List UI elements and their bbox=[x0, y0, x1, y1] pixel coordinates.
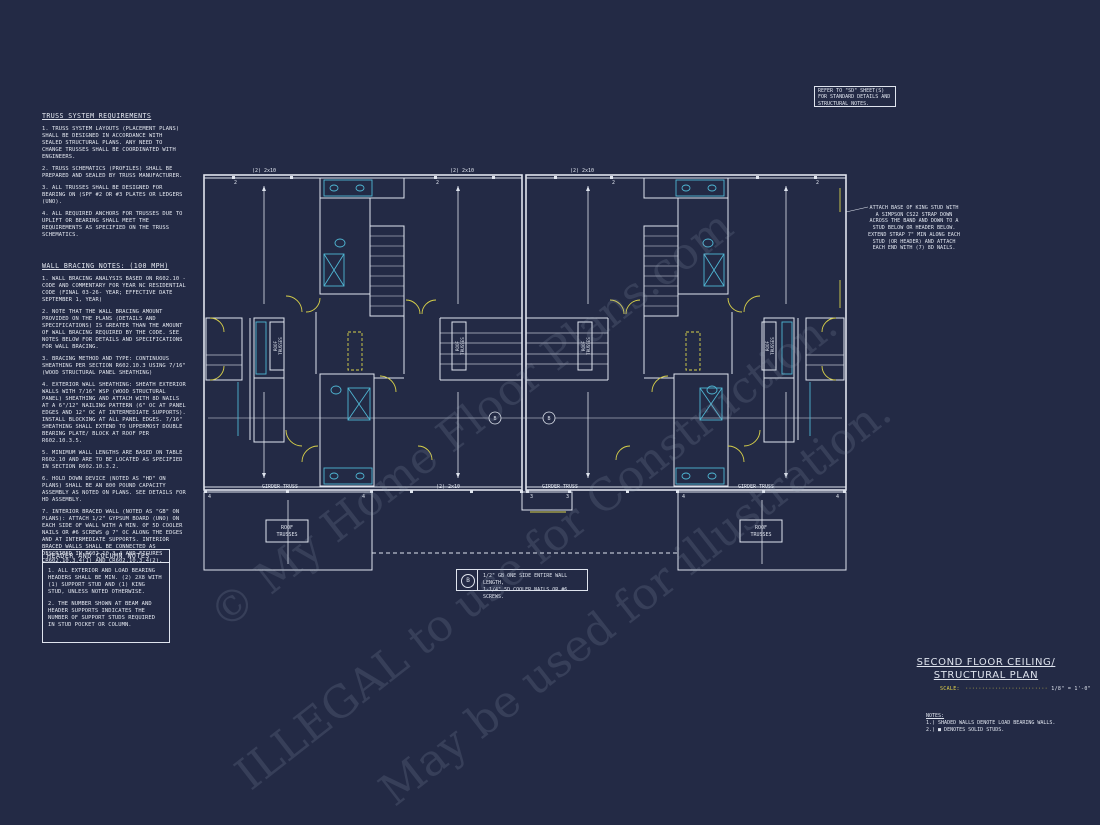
exterior-wall-unit-right bbox=[525, 174, 847, 491]
scale-label: SCALE: bbox=[940, 686, 960, 692]
stair-right bbox=[643, 225, 679, 317]
dim-label-4: 2 bbox=[816, 180, 819, 186]
dim-label-9: 4 bbox=[682, 494, 685, 500]
girder-truss-label-3: GIRDER TRUSS bbox=[738, 484, 774, 490]
legend-line-2: 1-1/4" 5d COOLER NAILS OR #6 SCREWS. bbox=[483, 587, 568, 600]
trusses-label-1: TRUSSES bbox=[276, 532, 297, 538]
dim-label-8: 3 bbox=[566, 494, 569, 500]
scale-line: SCALE: ························· 1/8" = … bbox=[940, 686, 1091, 692]
title-line-1: SECOND FLOOR CEILING/ bbox=[916, 657, 1056, 668]
refer-to-sd-note: REFER TO "SD" SHEET(S) FOR STANDARD DETA… bbox=[814, 86, 896, 107]
dim-label-6: 4 bbox=[362, 494, 365, 500]
truss-note-2: 2. TRUSS SCHEMATICS (PROFILES) SHALL BE … bbox=[42, 166, 183, 179]
scale-leader: ························· bbox=[965, 686, 1048, 692]
legend-symbol: B bbox=[461, 574, 475, 588]
scale-value: 1/8" = 1'-0" bbox=[1051, 686, 1091, 692]
bracing-note-2: 2. NOTE THAT THE WALL BRACING AMOUNT PRO… bbox=[42, 309, 183, 350]
bracing-note-5: 5. MINIMUM WALL LENGTHS ARE BASED ON TAB… bbox=[42, 450, 183, 470]
roof-truss-vert-3a: ROOF bbox=[581, 340, 586, 351]
front-stoop bbox=[521, 491, 573, 511]
wall-bracing-notes: WALL BRACING NOTES: (100 MPH) 1. WALL BR… bbox=[42, 263, 188, 570]
sheet-notes: NOTES: 1.) SHADED WALLS DENOTE LOAD BEAR… bbox=[926, 713, 1055, 734]
roof-truss-label-box-6 bbox=[739, 519, 783, 543]
bath-upper-left bbox=[319, 177, 405, 199]
roof-truss-vert-2b: TRUSSES bbox=[460, 337, 465, 355]
truss-system-notes: TRUSS SYSTEM REQUIREMENTS 1. TRUSS SYSTE… bbox=[42, 113, 184, 244]
bath-lower-left bbox=[319, 373, 375, 487]
roof-truss-vert-1a: ROOF bbox=[273, 340, 278, 351]
roof-label-1: ROOF bbox=[281, 525, 293, 531]
bath-upper-right bbox=[643, 177, 729, 199]
header-label-2: (2) 2x10 bbox=[450, 168, 474, 174]
bracing-note-7: 7. INTERIOR BRACED WALL (NOTED AS "GB" O… bbox=[42, 509, 183, 564]
grid-bubble-b-2 bbox=[542, 411, 556, 425]
dim-label-2: 2 bbox=[436, 180, 439, 186]
girder-truss-label-1: GIRDER TRUSS bbox=[262, 484, 298, 490]
header-note-1: 1. ALL EXTERIOR AND LOAD BEARING HEADERS… bbox=[48, 568, 162, 595]
bracing-note-1: 1. WALL BRACING ANALYSIS BASED ON R602.1… bbox=[42, 276, 186, 303]
bracing-note-4: 4. EXTERIOR WALL SHEATHING: SHEATH EXTER… bbox=[42, 382, 186, 444]
exterior-wall-unit-left bbox=[203, 174, 523, 491]
girder-truss-label-2: GIRDER TRUSS bbox=[542, 484, 578, 490]
dim-label-1: 2 bbox=[234, 180, 237, 186]
header-label-1: (2) 2x10 bbox=[252, 168, 276, 174]
roof-truss-vert-1b: TRUSSES bbox=[278, 337, 283, 355]
roof-truss-vert-3b: TRUSSES bbox=[586, 337, 591, 355]
title-line-2: STRUCTURAL PLAN bbox=[933, 670, 1039, 681]
sheet-note-1: 1.) SHADED WALLS DENOTE LOAD BEARING WAL… bbox=[926, 720, 1056, 726]
truss-note-4: 4. ALL REQUIRED ANCHORS FOR TRUSSES DUE … bbox=[42, 211, 183, 238]
roof-truss-label-box-5 bbox=[265, 519, 309, 543]
bracing-note-3: 3. BRACING METHOD AND TYPE: CONTINUOUS S… bbox=[42, 356, 186, 376]
dim-label-7: 3 bbox=[530, 494, 533, 500]
bath-lower-right bbox=[673, 373, 729, 487]
sheet-notes-heading: NOTES: bbox=[926, 713, 945, 719]
grid-label-b-2: B bbox=[547, 416, 550, 422]
legend-text: 1/2" GB ONE SIDE ENTIRE WALL LENGTH, 1-1… bbox=[483, 573, 587, 601]
truss-note-3: 3. ALL TRUSSES SHALL BE DESIGNED FOR BEA… bbox=[42, 185, 183, 205]
trusses-label-2: TRUSSES bbox=[750, 532, 771, 538]
dim-label-5: 4 bbox=[208, 494, 211, 500]
drawing-title: SECOND FLOOR CEILING/ STRUCTURAL PLAN bbox=[910, 656, 1062, 682]
roof-truss-vert-4a: ROOF bbox=[765, 340, 770, 351]
legend-divider bbox=[477, 570, 478, 590]
roof-truss-label-box-3 bbox=[577, 321, 593, 371]
grid-label-b-1: B bbox=[493, 416, 496, 422]
header-label-3: (2) 2x10 bbox=[570, 168, 594, 174]
header-notes-heading: HEADER AND COLUMN NOTES bbox=[43, 550, 169, 563]
header-note-2: 2. THE NUMBER SHOWN AT BEAM AND HEADER S… bbox=[48, 601, 156, 628]
gypsum-bracing-legend: B 1/2" GB ONE SIDE ENTIRE WALL LENGTH, 1… bbox=[456, 569, 588, 600]
roof-truss-vert-2a: ROOF bbox=[455, 340, 460, 351]
roof-truss-label-box-2 bbox=[451, 321, 467, 371]
truss-note-1: 1. TRUSS SYSTEM LAYOUTS (PLACEMENT PLANS… bbox=[42, 126, 180, 160]
truss-notes-heading: TRUSS SYSTEM REQUIREMENTS bbox=[42, 112, 152, 120]
bracing-notes-heading: WALL BRACING NOTES: (100 MPH) bbox=[42, 262, 169, 270]
roof-label-2: ROOF bbox=[755, 525, 767, 531]
header-column-notes-box: HEADER AND COLUMN NOTES 1. ALL EXTERIOR … bbox=[42, 549, 170, 643]
king-stud-strap-callout: ATTACH BASE OF KING STUD WITH A SIMPSON … bbox=[868, 205, 961, 252]
grid-bubble-b-1 bbox=[488, 411, 502, 425]
bracing-note-6: 6. HOLD DOWN DEVICE (NOTED AS "HD" ON PL… bbox=[42, 476, 186, 503]
legend-line-1: 1/2" GB ONE SIDE ENTIRE WALL LENGTH, bbox=[483, 573, 568, 586]
roof-truss-vert-4b: TRUSSES bbox=[770, 337, 775, 355]
dim-label-10: 4 bbox=[836, 494, 839, 500]
header-label-4: (2) 2x10 bbox=[436, 484, 460, 490]
roof-truss-label-box-1 bbox=[269, 321, 285, 371]
sheet-note-2: 2.) ■ DENOTES SOLID STUDS. bbox=[926, 727, 1005, 733]
stair-left bbox=[369, 225, 405, 317]
dim-label-3: 2 bbox=[612, 180, 615, 186]
roof-truss-label-box-4 bbox=[761, 321, 777, 371]
